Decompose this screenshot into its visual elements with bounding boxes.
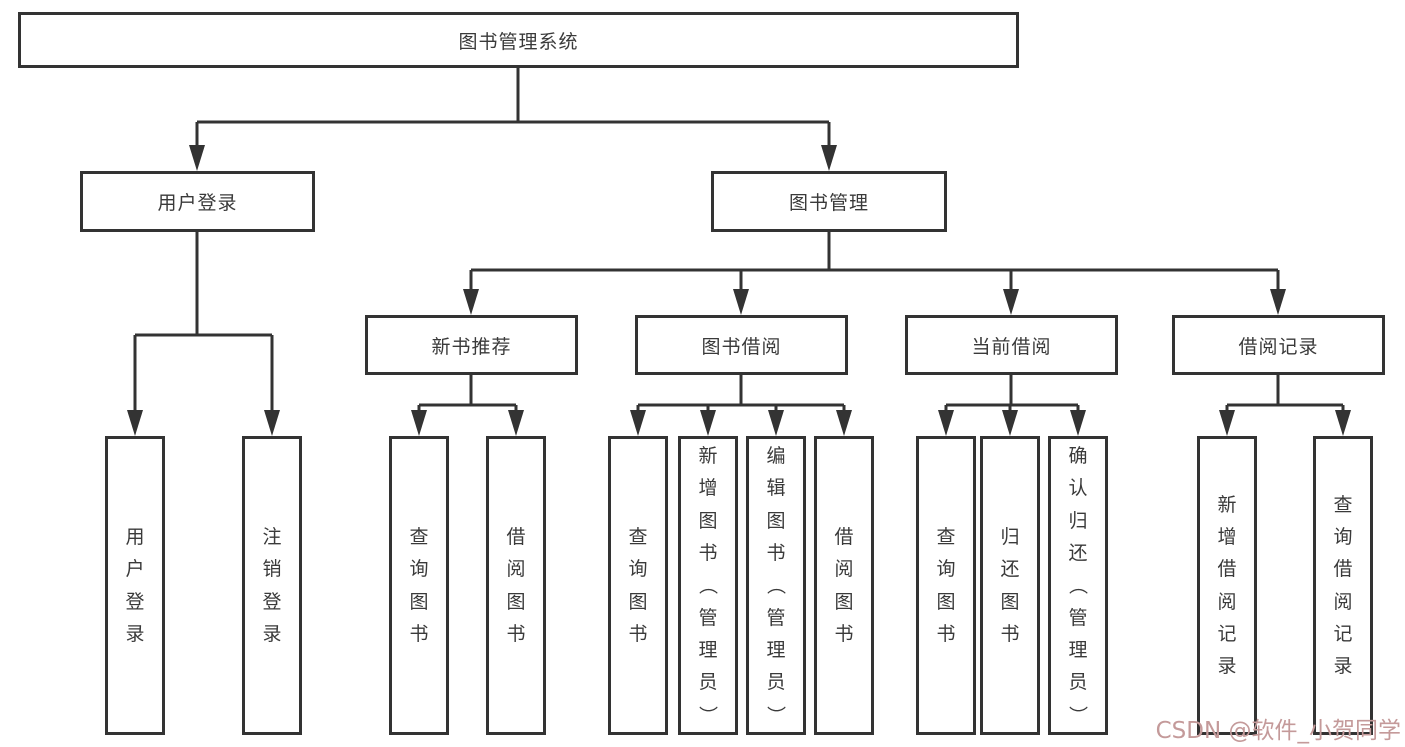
node-leaf-logout-label: 注销登录 bbox=[262, 525, 282, 645]
node-leaf-current-query-books: 查询图书 bbox=[916, 436, 976, 735]
node-book-management: 图书管理 bbox=[711, 171, 947, 232]
node-book-borrowing: 图书借阅 bbox=[635, 315, 848, 375]
node-leaf-current-query-books-label: 查询图书 bbox=[936, 525, 956, 645]
node-leaf-newbook-query-books: 查询图书 bbox=[389, 436, 449, 735]
node-leaf-logout: 注销登录 bbox=[242, 436, 302, 735]
node-leaf-newbook-borrow-books: 借阅图书 bbox=[486, 436, 546, 735]
node-book-management-label: 图书管理 bbox=[788, 192, 869, 214]
node-leaf-borrow-add-books-admin: 新增图书（管理员） bbox=[678, 436, 738, 735]
node-leaf-borrow-query-books-label: 查询图书 bbox=[628, 525, 648, 645]
node-leaf-borrow-borrow-books: 借阅图书 bbox=[814, 436, 874, 735]
csdn-watermark: CSDN @软件_小贺同学 bbox=[1155, 718, 1401, 744]
node-new-book-recommend: 新书推荐 bbox=[365, 315, 578, 375]
node-book-borrowing-label: 图书借阅 bbox=[701, 335, 782, 358]
node-leaf-borrow-edit-books-admin: 编辑图书（管理员） bbox=[746, 436, 806, 735]
node-leaf-user-login: 用户登录 bbox=[105, 436, 165, 735]
node-leaf-current-return-books-label: 归还图书 bbox=[1000, 525, 1020, 645]
node-leaf-borrow-borrow-books-label: 借阅图书 bbox=[834, 525, 854, 645]
node-borrowing-records-label: 借阅记录 bbox=[1238, 335, 1319, 358]
node-root-system: 图书管理系统 bbox=[18, 12, 1019, 68]
node-leaf-current-confirm-return-admin: 确认归还（管理员） bbox=[1048, 436, 1108, 735]
node-leaf-borrow-add-books-admin-label: 新增图书（管理员） bbox=[697, 445, 720, 725]
node-user-login: 用户登录 bbox=[80, 171, 315, 232]
node-leaf-records-query-record: 查询借阅记录 bbox=[1313, 436, 1373, 735]
node-leaf-newbook-query-books-label: 查询图书 bbox=[409, 525, 429, 645]
node-leaf-current-confirm-return-admin-label: 确认归还（管理员） bbox=[1067, 445, 1090, 725]
node-leaf-records-query-record-label: 查询借阅记录 bbox=[1333, 493, 1353, 678]
node-leaf-current-return-books: 归还图书 bbox=[980, 436, 1040, 735]
node-leaf-records-add-record: 新增借阅记录 bbox=[1197, 436, 1257, 735]
node-leaf-records-add-record-label: 新增借阅记录 bbox=[1217, 493, 1237, 678]
node-leaf-newbook-borrow-books-label: 借阅图书 bbox=[506, 525, 526, 645]
node-new-book-recommend-label: 新书推荐 bbox=[431, 335, 512, 358]
node-user-login-label: 用户登录 bbox=[157, 192, 238, 214]
node-leaf-borrow-edit-books-admin-label: 编辑图书（管理员） bbox=[765, 445, 788, 725]
node-current-borrowing: 当前借阅 bbox=[905, 315, 1118, 375]
node-root-system-label: 图书管理系统 bbox=[458, 30, 579, 53]
node-leaf-borrow-query-books: 查询图书 bbox=[608, 436, 668, 735]
node-leaf-user-login-label: 用户登录 bbox=[125, 525, 145, 645]
node-borrowing-records: 借阅记录 bbox=[1172, 315, 1385, 375]
node-current-borrowing-label: 当前借阅 bbox=[971, 335, 1052, 358]
